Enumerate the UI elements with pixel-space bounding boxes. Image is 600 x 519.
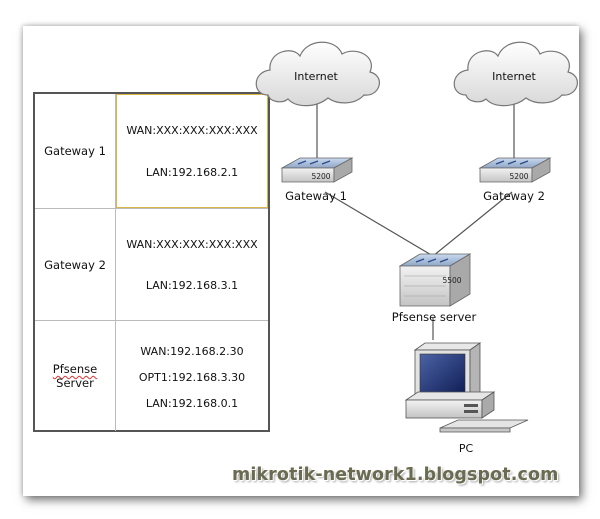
gateway-1-router: 5200 Gateway 1 (280, 157, 354, 203)
gateway-1-label: Gateway 1 (285, 189, 347, 203)
ip-config-table: Gateway 1 WAN:XXX:XXX:XXX:XXX LAN:192.16… (33, 92, 270, 432)
row-name-line2: Server (56, 376, 94, 390)
table-row-gateway-2: Gateway 2 WAN:XXX:XXX:XXX:XXX LAN:192.16… (35, 208, 268, 321)
row-name: Pfsense Server (35, 321, 116, 431)
connection-lines (316, 103, 515, 340)
pfsense-server: 5500 Pfsense server (392, 253, 477, 324)
opt1-value: OPT1:192.168.3.30 (138, 371, 246, 384)
gateway-2-label: Gateway 2 (483, 189, 545, 203)
row-values: WAN:192.168.2.30 OPT1:192.168.3.30 LAN:1… (116, 321, 268, 431)
row-name: Gateway 2 (35, 209, 116, 321)
table-row-pfsense-server: Pfsense Server WAN:192.168.2.30 OPT1:192… (35, 320, 268, 431)
gateway-2-badge: 5200 (509, 172, 528, 181)
pc-computer: PC (404, 342, 529, 455)
row-name: Gateway 1 (35, 94, 116, 208)
wan-value: WAN:XXX:XXX:XXX:XXX (126, 124, 258, 137)
server-badge: 5500 (442, 276, 461, 285)
gateway-1-badge: 5200 (311, 172, 330, 181)
internet-cloud-right: Internet (453, 41, 578, 107)
wan-value: WAN:XXX:XXX:XXX:XXX (126, 238, 258, 251)
lan-value: LAN:192.168.0.1 (145, 397, 239, 410)
cloud-left-label: Internet (294, 70, 338, 83)
row-values: WAN:XXX:XXX:XXX:XXX LAN:192.168.3.1 (116, 209, 268, 321)
server-label: Pfsense server (392, 310, 477, 324)
pc-label: PC (459, 442, 474, 455)
lan-value: LAN:192.168.3.1 (145, 279, 239, 292)
cloud-right-label: Internet (492, 70, 536, 83)
watermark: mikrotik-network1.blogspot.com (232, 465, 559, 485)
internet-cloud-left: Internet (255, 41, 380, 107)
lan-value: LAN:192.168.2.1 (145, 166, 239, 179)
gateway-2-router: 5200 Gateway 2 (478, 157, 552, 203)
row-name-line1: Pfsense (52, 362, 98, 376)
table-row-gateway-1: Gateway 1 WAN:XXX:XXX:XXX:XXX LAN:192.16… (35, 94, 268, 208)
wan-value: WAN:192.168.2.30 (140, 345, 244, 358)
row-values: WAN:XXX:XXX:XXX:XXX LAN:192.168.2.1 (116, 94, 268, 208)
